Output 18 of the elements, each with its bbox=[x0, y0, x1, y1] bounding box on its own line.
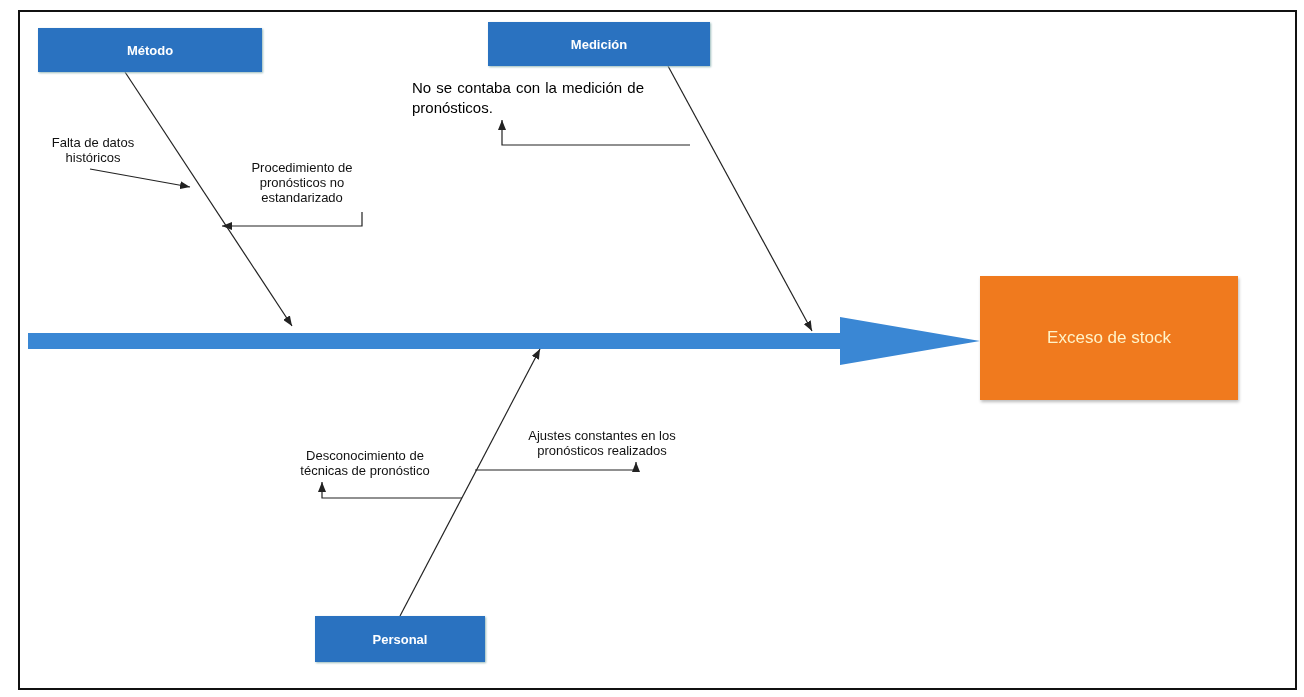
cause-text: Ajustes constantes en los pronósticos realizados bbox=[506, 428, 698, 462]
arrow bbox=[667, 65, 813, 332]
cause-text: Procedimiento de pronósticos no estandarizado bbox=[240, 160, 364, 212]
effect-box: Exceso de stock bbox=[980, 276, 1238, 400]
arrow bbox=[399, 348, 541, 617]
cause-text: Falta de datos históricos bbox=[38, 135, 148, 169]
arrow bbox=[221, 211, 363, 230]
arrow bbox=[89, 168, 191, 190]
arrow bbox=[498, 119, 691, 146]
spine-arrow bbox=[28, 317, 980, 365]
arrow bbox=[318, 481, 463, 499]
category-box: Personal bbox=[315, 616, 485, 662]
cause-text: No se contaba con la medición de pronósticos. bbox=[412, 78, 644, 120]
category-box: Medición bbox=[488, 22, 710, 66]
cause-text: Desconocimiento de técnicas de pronóstico bbox=[290, 448, 440, 482]
arrow bbox=[474, 461, 640, 472]
category-box: Método bbox=[38, 28, 262, 72]
arrow bbox=[124, 71, 293, 327]
